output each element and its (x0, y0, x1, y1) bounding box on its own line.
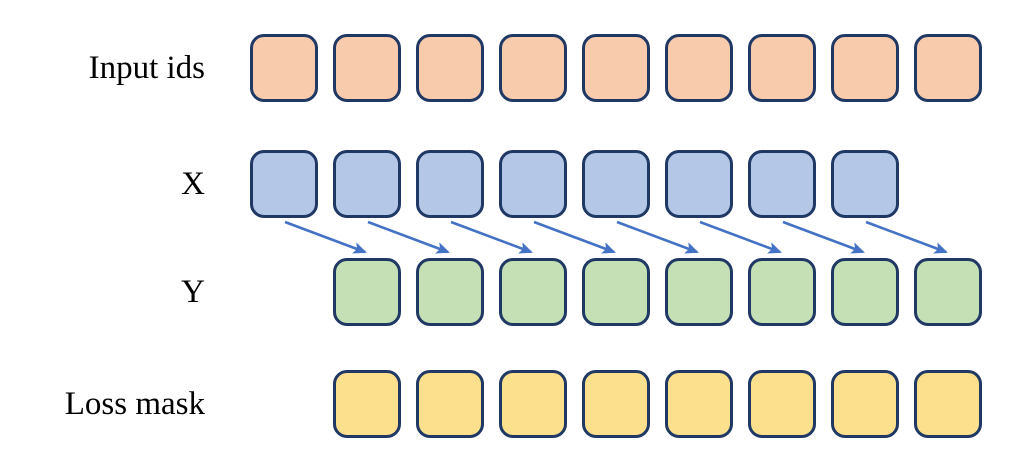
shift-arrow-6 (699, 220, 782, 254)
shift-arrow-8 (865, 220, 948, 254)
row-label-y: Y (181, 274, 205, 310)
cell-y-6 (748, 258, 816, 326)
row-label-x: X (181, 166, 205, 202)
cell-y-2 (416, 258, 484, 326)
shift-arrow-2 (367, 220, 450, 254)
cell-x-7 (748, 150, 816, 218)
cell-loss-mask-3 (499, 370, 567, 438)
cell-loss-mask-5 (665, 370, 733, 438)
cell-input-ids-9 (914, 34, 982, 102)
cell-x-1 (250, 150, 318, 218)
cell-x-6 (665, 150, 733, 218)
cell-y-1 (333, 258, 401, 326)
cell-loss-mask-7 (831, 370, 899, 438)
cell-y-7 (831, 258, 899, 326)
shift-arrow-4 (533, 220, 616, 254)
cell-input-ids-5 (582, 34, 650, 102)
shift-arrow-3 (450, 220, 533, 254)
cell-input-ids-6 (665, 34, 733, 102)
cell-input-ids-4 (499, 34, 567, 102)
cell-y-4 (582, 258, 650, 326)
cell-loss-mask-6 (748, 370, 816, 438)
cell-y-3 (499, 258, 567, 326)
shift-arrow-7 (782, 220, 865, 254)
row-label-input-ids: Input ids (88, 50, 205, 86)
cell-input-ids-8 (831, 34, 899, 102)
cell-x-3 (416, 150, 484, 218)
cell-x-5 (582, 150, 650, 218)
cell-x-2 (333, 150, 401, 218)
cell-loss-mask-1 (333, 370, 401, 438)
shift-arrow-1 (284, 220, 367, 254)
cell-x-4 (499, 150, 567, 218)
row-label-loss-mask: Loss mask (64, 386, 205, 422)
cell-input-ids-7 (748, 34, 816, 102)
cell-y-8 (914, 258, 982, 326)
cell-input-ids-3 (416, 34, 484, 102)
cell-input-ids-1 (250, 34, 318, 102)
shift-arrow-5 (616, 220, 699, 254)
cell-y-5 (665, 258, 733, 326)
cell-loss-mask-4 (582, 370, 650, 438)
cell-x-8 (831, 150, 899, 218)
cell-loss-mask-8 (914, 370, 982, 438)
cell-input-ids-2 (333, 34, 401, 102)
cell-loss-mask-2 (416, 370, 484, 438)
